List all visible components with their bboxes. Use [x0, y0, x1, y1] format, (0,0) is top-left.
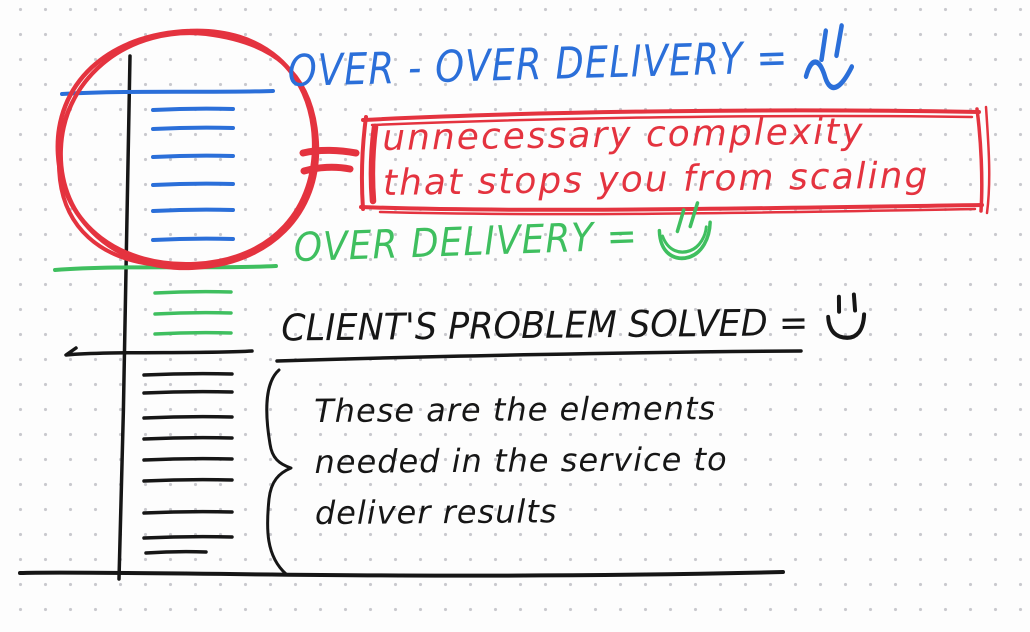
red-box-right-double	[984, 105, 991, 215]
solved-underline	[275, 349, 803, 363]
red-note-line2: that stops you from scaling	[382, 155, 930, 204]
black-tick	[142, 456, 234, 462]
brace-note-line3: deliver results	[314, 492, 558, 532]
vertical-axis-line	[117, 54, 132, 581]
blue-tick	[151, 106, 235, 112]
blue-tick	[151, 207, 235, 213]
red-box-bottom-double	[378, 207, 977, 216]
black-tick-short	[144, 549, 208, 555]
red-box-top-double	[370, 114, 974, 127]
over-over-delivery-label: OVER - OVER DELIVERY =	[287, 23, 855, 112]
brace-note-line1: These are the elements	[314, 389, 717, 430]
blue-tick	[151, 181, 235, 187]
black-divider-line	[64, 346, 254, 357]
black-tick	[142, 477, 234, 483]
client-problem-solved-text: CLIENT'S PROBLEM SOLVED =	[281, 302, 809, 350]
blue-tick	[151, 125, 235, 131]
black-tick	[142, 534, 234, 540]
black-tick	[142, 414, 234, 420]
green-tick	[153, 310, 233, 316]
black-tick	[142, 371, 234, 377]
confused-face-icon	[801, 21, 855, 98]
red-circle-stroke-3	[56, 43, 152, 266]
red-box-bottom	[359, 203, 984, 212]
brace-note-line2: needed in the service to	[314, 440, 728, 481]
brace-note: These are the elements needed in the ser…	[314, 383, 728, 539]
red-note-line1: unnecessary complexity	[382, 111, 865, 159]
green-tick	[153, 289, 233, 295]
blue-level-line	[60, 89, 275, 96]
black-tick	[142, 509, 234, 515]
smiley-face-icon	[826, 291, 869, 342]
red-connector-bottom	[300, 163, 354, 175]
black-tick	[142, 435, 234, 441]
red-box-left-emphasis	[368, 123, 379, 205]
grinning-face-icon	[653, 198, 715, 264]
blue-tick	[151, 153, 235, 159]
bottom-baseline	[18, 570, 785, 578]
curly-brace	[265, 368, 293, 576]
red-circle-stroke-1	[55, 28, 317, 267]
red-note: unnecessary complexity that stops you fr…	[382, 108, 930, 206]
green-tick	[153, 330, 233, 336]
over-delivery-label: OVER DELIVERY =	[293, 201, 715, 276]
client-problem-solved-label: CLIENT'S PROBLEM SOLVED =	[281, 292, 868, 350]
red-box-left	[360, 115, 368, 211]
blue-tick	[151, 236, 235, 242]
red-connector-top	[299, 146, 360, 157]
black-tick	[142, 389, 234, 395]
red-box-right	[975, 107, 984, 213]
red-box-top	[361, 108, 981, 122]
